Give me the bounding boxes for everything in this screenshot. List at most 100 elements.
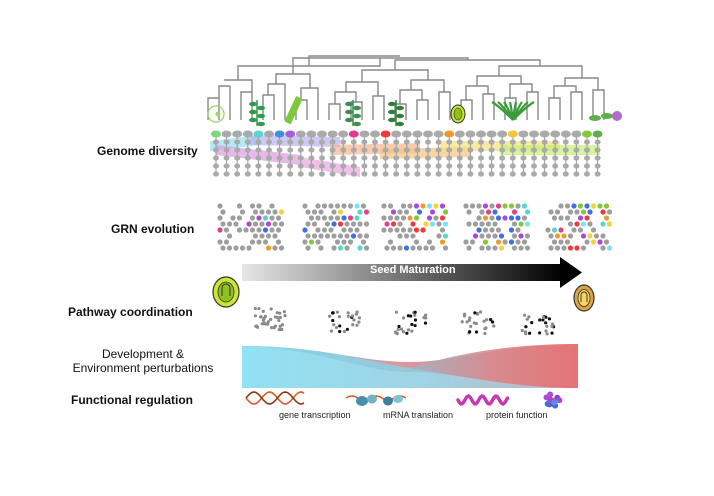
gene-node <box>499 163 506 169</box>
gene-node <box>552 147 559 153</box>
grn-node <box>524 245 531 251</box>
gene-node <box>446 147 453 153</box>
gene-node <box>425 155 431 161</box>
grn-node <box>269 203 275 209</box>
grn-node <box>397 245 403 251</box>
gene-node <box>319 147 325 153</box>
grn-node <box>600 221 606 227</box>
grn-node <box>331 245 337 251</box>
gene-node <box>340 139 347 145</box>
pathway-node <box>478 310 483 314</box>
grn-node <box>344 221 350 227</box>
grn-node <box>603 215 610 221</box>
grn-node <box>597 203 603 209</box>
gene-node <box>274 130 285 138</box>
gene-node <box>350 147 357 153</box>
grn-node <box>571 203 577 209</box>
gene-node <box>264 130 274 138</box>
grn-node <box>397 221 403 227</box>
tree-branch <box>372 95 385 120</box>
grn-node <box>479 233 485 239</box>
grn-node <box>407 227 413 233</box>
gene-node <box>520 171 527 177</box>
pathway-node <box>331 311 335 315</box>
pathway-node <box>483 331 487 336</box>
gene-node <box>403 155 410 161</box>
gene-node <box>425 171 431 177</box>
gene-node <box>552 139 559 145</box>
seed-icon-early <box>212 276 240 308</box>
grn-node <box>275 215 282 221</box>
grn-node <box>515 227 521 233</box>
tree-branch <box>570 91 583 120</box>
gene-node <box>391 130 402 138</box>
grn-node <box>394 215 400 221</box>
pathway-node <box>538 318 542 322</box>
pathway-node <box>351 323 355 327</box>
pathway-node <box>492 324 496 328</box>
grn-node <box>498 233 505 239</box>
grn-node <box>433 215 439 221</box>
tree-branch <box>275 73 311 88</box>
gene-node <box>308 171 315 177</box>
gene-node <box>499 147 506 153</box>
grn-node <box>489 215 495 221</box>
grn-node <box>590 203 597 209</box>
grn-node <box>390 221 397 227</box>
pathway-node <box>424 313 428 317</box>
grn-node <box>305 233 311 239</box>
row-label-genome-diversity: Genome diversity <box>97 144 198 158</box>
gene-node <box>541 163 548 169</box>
grn-node <box>420 227 426 233</box>
pathway-node <box>550 324 554 329</box>
pathway-network-5 <box>520 313 556 336</box>
grn-node <box>387 227 394 233</box>
gene-node <box>467 139 474 145</box>
gene-node <box>529 130 539 138</box>
grn-node <box>354 215 360 221</box>
grn-node <box>239 245 246 251</box>
grn-node <box>436 233 442 239</box>
tree-branch <box>482 93 495 120</box>
plant-flower-icon <box>589 111 622 121</box>
grn-node <box>489 227 495 233</box>
gene-node <box>382 147 389 153</box>
grn-network-2 <box>302 203 370 251</box>
grn-node <box>246 245 252 251</box>
tree-branch <box>240 91 253 120</box>
gene-node <box>329 163 336 169</box>
grn-node <box>243 227 249 233</box>
grn-node <box>223 227 230 233</box>
grn-node <box>275 227 282 233</box>
development-environment-bands <box>242 344 578 388</box>
grn-node <box>597 239 603 245</box>
grn-node <box>390 209 397 215</box>
grn-node <box>463 239 469 245</box>
gene-node <box>584 147 590 153</box>
gene-node <box>276 155 283 161</box>
pathway-node <box>253 306 257 311</box>
gene-node <box>234 163 241 169</box>
gene-node <box>509 171 516 177</box>
gene-node <box>285 130 296 138</box>
gene-node <box>317 130 327 138</box>
row-label-development-environment: Development & Environment perturbations <box>48 347 238 375</box>
gene-node <box>571 130 582 138</box>
grn-network-5 <box>545 203 613 251</box>
gene-node <box>552 155 559 161</box>
grn-node <box>600 245 606 251</box>
tree-branch <box>465 85 489 100</box>
gene-node <box>552 171 559 177</box>
grn-node <box>600 209 606 215</box>
synteny-band <box>500 145 600 155</box>
gene-node <box>393 171 400 177</box>
gene-node <box>403 139 410 145</box>
gene-node <box>244 171 251 177</box>
pathway-node <box>355 310 359 314</box>
grn-node <box>315 227 321 233</box>
pathway-network-row <box>253 306 556 336</box>
grn-node <box>278 245 285 251</box>
gene-node <box>562 171 569 177</box>
grn-node <box>492 221 498 227</box>
